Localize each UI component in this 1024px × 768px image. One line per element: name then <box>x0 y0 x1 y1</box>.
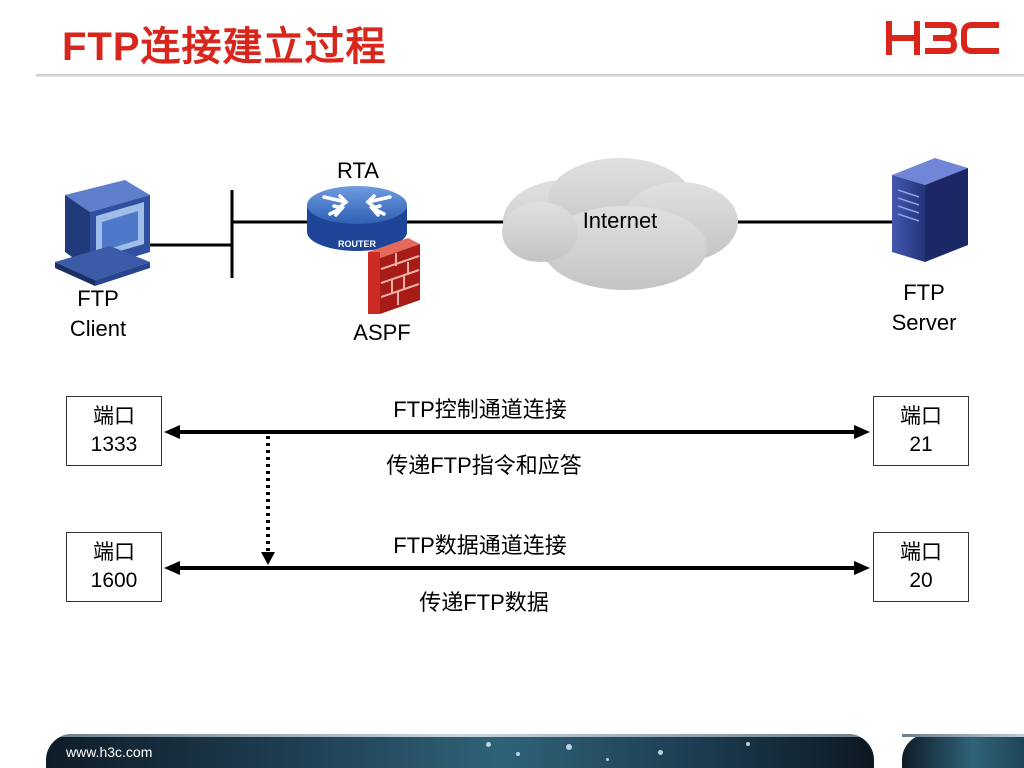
data-channel-name: FTP数据通道连接 <box>393 533 567 558</box>
footer-url: www.h3c.com <box>66 744 153 760</box>
h3c-logo <box>886 21 999 55</box>
client-port-box-data: 端口 1600 <box>66 532 162 602</box>
port-label: 端口 <box>900 541 942 564</box>
router-badge: ROUTER <box>338 239 377 249</box>
port-number: 20 <box>909 569 933 592</box>
page-title: FTP连接建立过程 <box>62 25 387 69</box>
connection-arrows <box>164 425 870 575</box>
arrowhead-client <box>164 425 180 439</box>
firewall-label: ASPF <box>353 320 411 345</box>
router-label: RTA <box>337 158 379 183</box>
port-number: 1333 <box>90 433 138 456</box>
arrowhead-client <box>164 561 180 575</box>
control-channel-description: 传递FTP指令和应答 <box>386 453 582 478</box>
footer: www.h3c.com <box>0 726 1024 768</box>
data-channel-description: 传递FTP数据 <box>419 590 549 615</box>
server-label-line1: FTP <box>903 280 945 305</box>
port-number: 1600 <box>90 569 138 592</box>
network-links <box>150 190 892 278</box>
computer-icon <box>55 180 150 286</box>
footer-band-right <box>902 734 1024 768</box>
control-triggers-data-arrow <box>261 436 275 565</box>
cloud-icon <box>502 158 738 290</box>
client-label: FTP Client <box>62 284 134 344</box>
arrowhead-server <box>854 561 870 575</box>
arrowhead-server <box>854 425 870 439</box>
client-label-line2: Client <box>69 316 127 341</box>
server-icon <box>892 158 968 262</box>
control-channel-name: FTP控制通道连接 <box>393 397 567 422</box>
client-label-line1: FTP <box>77 286 119 311</box>
footer-band <box>46 734 874 768</box>
port-label: 端口 <box>93 405 135 428</box>
server-label: FTP Server <box>878 278 970 338</box>
server-port-box-control: 端口 21 <box>873 396 969 466</box>
server-port-box-data: 端口 20 <box>873 532 969 602</box>
firewall-icon <box>368 238 420 314</box>
port-label: 端口 <box>93 541 135 564</box>
title-divider <box>36 74 1024 77</box>
server-label-line2: Server <box>891 310 957 335</box>
router-icon: ROUTER <box>307 186 407 251</box>
cloud-label: Internet <box>582 208 658 233</box>
port-number: 21 <box>909 433 933 456</box>
port-label: 端口 <box>900 405 942 428</box>
client-port-box-control: 端口 1333 <box>66 396 162 466</box>
